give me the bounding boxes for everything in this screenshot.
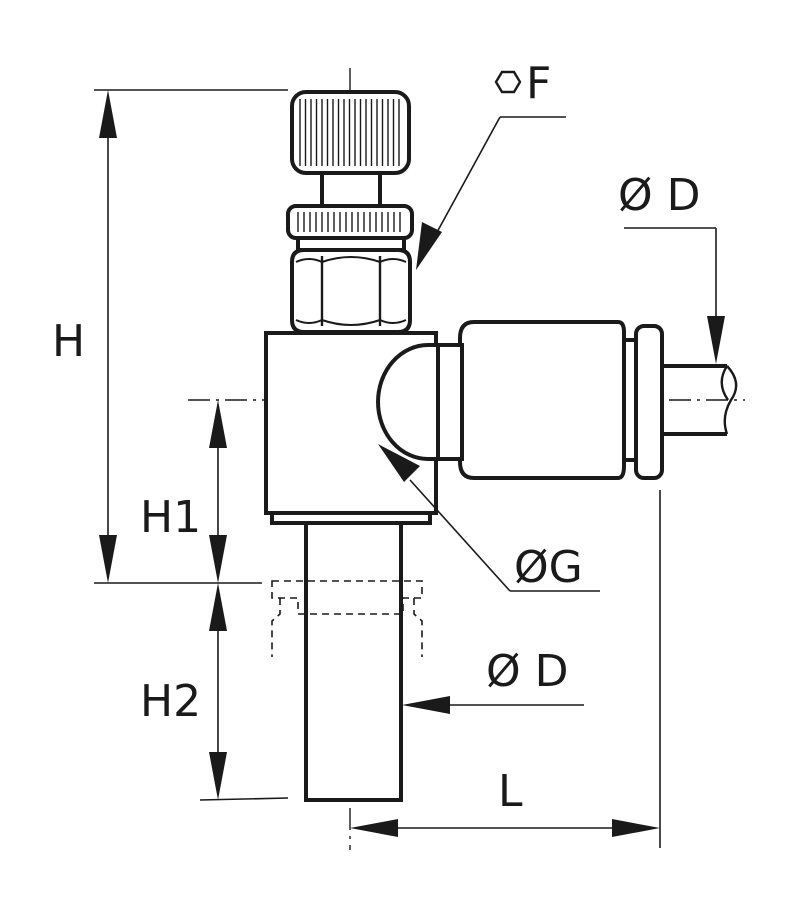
dimension-h: H bbox=[52, 89, 288, 584]
hidden-outline bbox=[271, 580, 423, 657]
bottom-stem bbox=[304, 521, 403, 802]
lock-nut-knurling bbox=[297, 212, 401, 232]
height-1-label: H1 bbox=[140, 492, 201, 543]
hex-icon bbox=[494, 70, 522, 94]
callout-hex-f: F bbox=[416, 58, 566, 270]
hex-nut bbox=[290, 248, 412, 334]
dimension-h2: H2 bbox=[140, 583, 289, 801]
lock-nut bbox=[286, 204, 414, 240]
tube-od-right-label: Ø D bbox=[618, 170, 701, 221]
height-2-label: H2 bbox=[140, 676, 201, 727]
tube-od-bottom-label: Ø D bbox=[486, 646, 569, 697]
knob-neck bbox=[320, 171, 382, 208]
dimension-l: L bbox=[350, 490, 661, 848]
swivel-sphere bbox=[376, 343, 440, 461]
callout-tube-od-right: Ø D bbox=[618, 170, 725, 364]
adjustment-knob bbox=[290, 90, 411, 175]
knob-knurling bbox=[299, 99, 400, 166]
push-in-cartridge bbox=[436, 320, 664, 480]
tube-right bbox=[662, 364, 738, 436]
callout-tube-od-bottom: Ø D bbox=[402, 646, 584, 714]
length-label: L bbox=[498, 766, 523, 817]
hex-letter-label: F bbox=[526, 58, 551, 109]
callout-body-diameter: ØG bbox=[378, 444, 600, 593]
dimension-h1: H1 bbox=[140, 400, 227, 583]
height-total-label: H bbox=[52, 316, 85, 367]
body-diameter-label: ØG bbox=[514, 542, 583, 593]
